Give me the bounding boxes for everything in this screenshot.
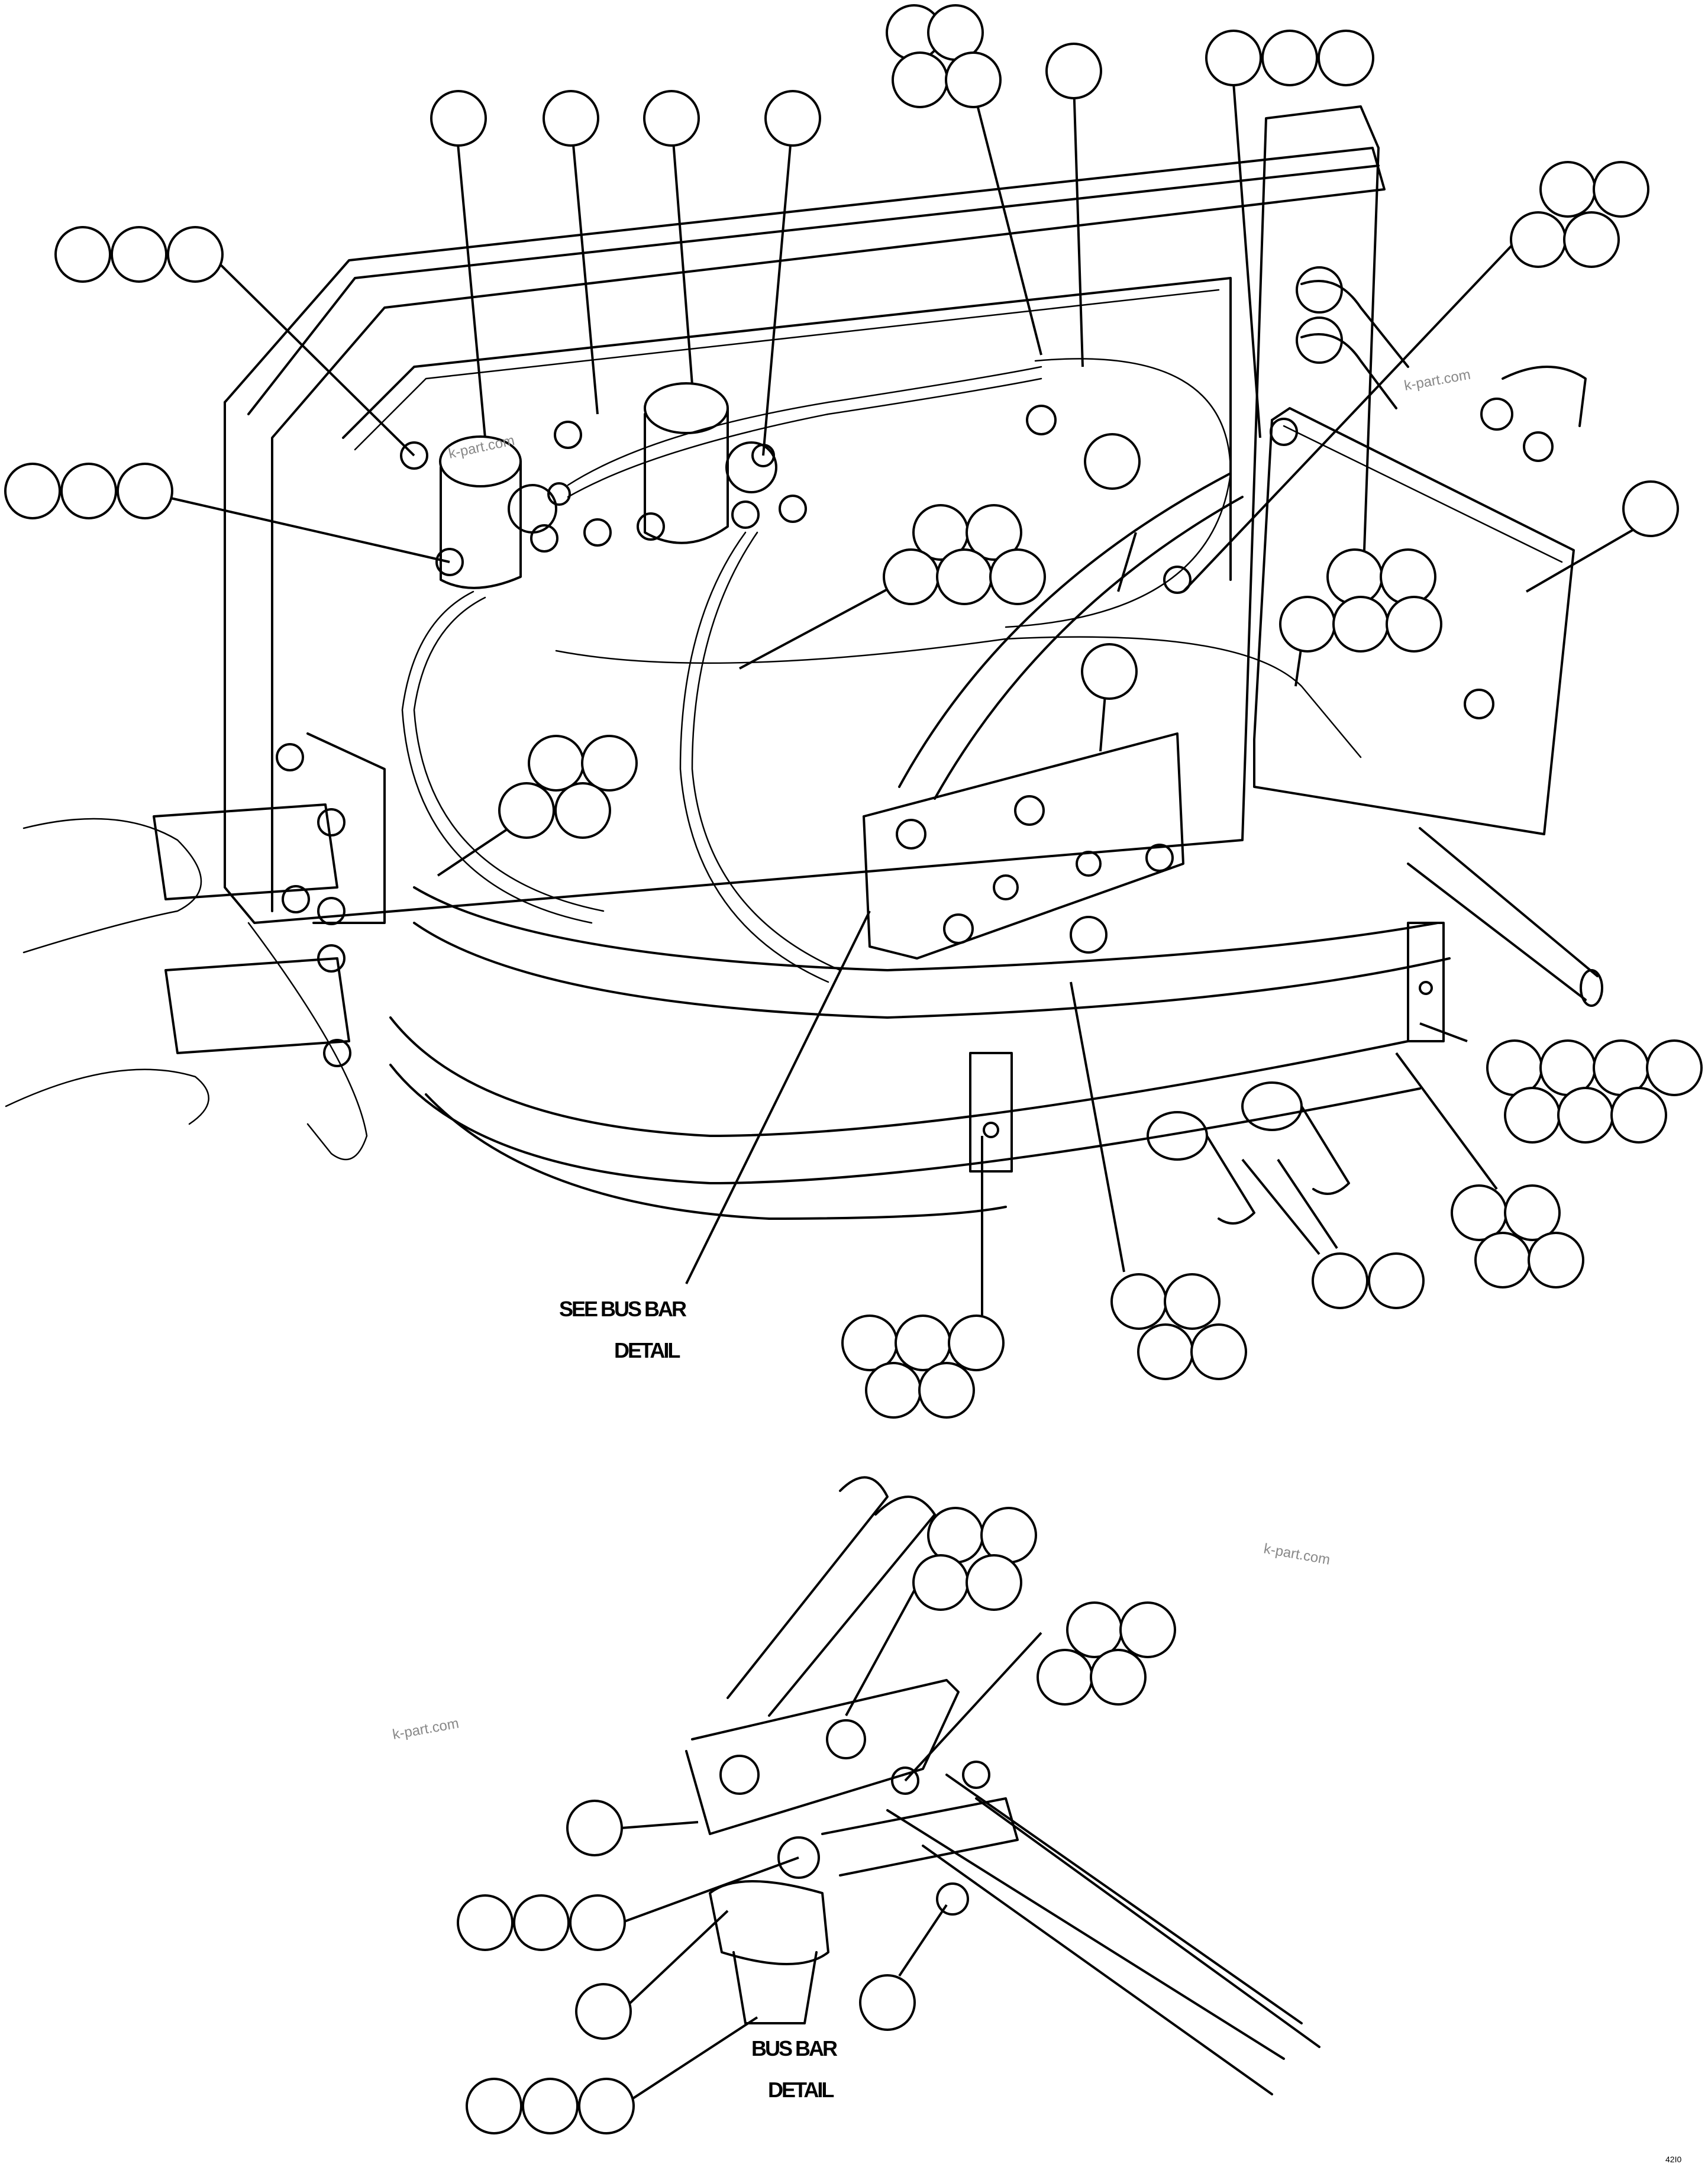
bus-bar-detail-label-line2: DETAIL (768, 2078, 834, 2102)
bus-bar-detail-label-line1: BUS BAR (751, 2036, 838, 2061)
main-assembly (5, 105, 1603, 1225)
connector-receptacles (153, 732, 386, 1067)
bus-bar-detail-assembly (685, 1476, 1320, 2095)
cable-clamps (969, 922, 1445, 1173)
drawing-code: 42I0 (1665, 2155, 1681, 2164)
see-bus-bar-label-line2: DETAIL (614, 1338, 680, 1362)
watermark: k-part.com (1263, 1541, 1331, 1568)
leader-lines (165, 82, 1640, 2107)
callout-bubbles (4, 4, 1703, 2134)
panel-bolts (400, 398, 1554, 719)
power-cables (389, 472, 1603, 1220)
panel-frame-top (224, 147, 1386, 912)
solenoid-right (644, 382, 807, 544)
cable-glands (1296, 266, 1587, 427)
watermark: k-part.com (391, 1716, 460, 1743)
solenoid-left (439, 435, 612, 589)
bus-bar-main (863, 732, 1184, 960)
watermark: k-part.com (1403, 367, 1471, 394)
bottom-glands (1147, 1081, 1350, 1225)
control-wires (5, 358, 1362, 1161)
panel-frame-outer (224, 105, 1380, 924)
see-bus-bar-label-line1: SEE BUS BAR (559, 1297, 687, 1321)
mounting-plate (1253, 407, 1575, 835)
